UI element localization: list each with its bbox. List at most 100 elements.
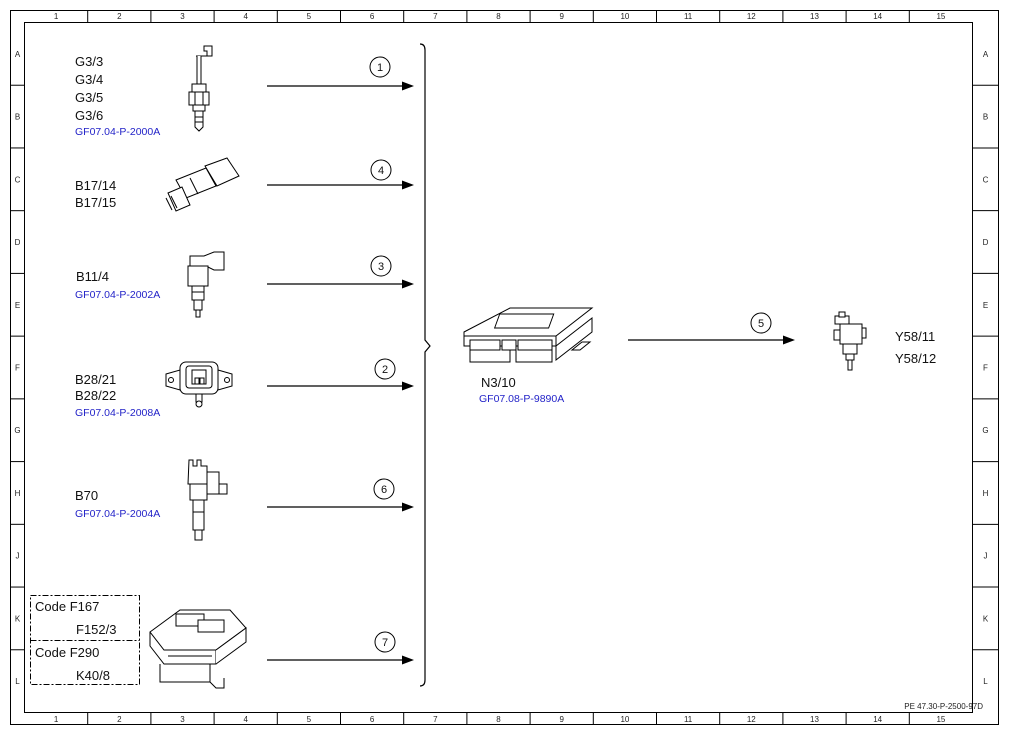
grid-column-label: 10: [620, 715, 629, 724]
solenoid-valve-icon: [833, 311, 867, 371]
signal-number-circle: [374, 358, 396, 380]
grid-row-label: A: [15, 50, 21, 59]
grid-column-label: 12: [747, 12, 756, 21]
grid-column-label: 9: [559, 12, 564, 21]
grid-column-label: 7: [433, 715, 438, 724]
grid-column-label: 3: [180, 12, 185, 21]
arrow-head: [402, 180, 414, 190]
grid-row-label: E: [983, 301, 988, 310]
signal-number-circle: [750, 312, 772, 334]
arrow-head: [402, 502, 414, 512]
component-label: B28/22: [75, 388, 116, 403]
grid-column-label: 5: [307, 12, 312, 21]
signal-number: 6: [381, 484, 387, 496]
inner-frame: [24, 22, 973, 713]
oxygen-sensor-icon: [188, 45, 213, 132]
grid-row-label: B: [15, 113, 20, 122]
pressure-sensor-icon: [165, 361, 233, 408]
grid-column-label: 8: [496, 715, 501, 724]
signal-number: 1: [377, 62, 383, 74]
grid-row-label: D: [983, 238, 989, 247]
grid-row-label: F: [15, 364, 20, 373]
component-crankshaft-sensor: B70 GF07.04-P-2004A 6: [75, 459, 414, 541]
control-unit-icon: [463, 307, 594, 363]
reference-link[interactable]: GF07.04-P-2000A: [75, 126, 160, 138]
component-label: B17/15: [75, 195, 116, 210]
grid-row-label: H: [983, 489, 989, 498]
signal-number: 5: [758, 318, 764, 330]
crankshaft-sensor-icon: [187, 459, 228, 541]
actuator: Y58/11 Y58/12: [833, 311, 936, 371]
grid-row-label: C: [15, 175, 21, 184]
component-label: G3/3: [75, 54, 103, 69]
grid-column-label: 2: [117, 12, 122, 21]
control-unit-label: N3/10: [481, 375, 516, 390]
grid-column-label: 1: [54, 12, 59, 21]
actuator-label: Y58/12: [895, 351, 936, 366]
signal-number: 3: [378, 261, 384, 273]
outer-frame: [10, 10, 999, 725]
grid-column-label: 6: [370, 12, 375, 21]
grid-column-label: 15: [936, 715, 945, 724]
signal-number: 4: [378, 165, 384, 177]
signal-number-circle: [373, 478, 395, 500]
temperature-sensor-icon: [165, 157, 240, 212]
grid-column-label: 9: [559, 715, 564, 724]
component-label: G3/5: [75, 90, 103, 105]
reference-link[interactable]: GF07.04-P-2002A: [75, 289, 160, 301]
component-label: B17/14: [75, 178, 116, 193]
component-label: B70: [75, 488, 98, 503]
grid-column-label: 5: [307, 715, 312, 724]
component-temperature-sensors: B17/14 B17/15 4: [75, 157, 414, 212]
grid-row-label: F: [983, 364, 988, 373]
signal-number-circle: [369, 56, 391, 78]
signal-collect-brace: [419, 43, 431, 687]
signal-number: 2: [382, 364, 388, 376]
grid-column-label: 14: [873, 715, 882, 724]
grid-row-label: G: [14, 426, 20, 435]
component-label: F152/3: [76, 622, 116, 637]
arrow-head: [402, 81, 414, 91]
component-coded-modules: Code F167 F152/3 Code F290 K40/8 7: [30, 595, 414, 689]
grid-column-label: 13: [810, 12, 819, 21]
component-label: B11/4: [76, 269, 109, 284]
grid-column-label: 2: [117, 715, 122, 724]
reference-link[interactable]: GF07.04-P-2008A: [75, 407, 160, 419]
grid-column-label: 11: [684, 715, 693, 724]
signal-number-circle: [370, 255, 392, 277]
grid-column-label: 6: [370, 715, 375, 724]
arrow-head: [402, 655, 414, 665]
component-pressure-sensors: B28/21 B28/22 GF07.04-P-2008A 2: [75, 358, 414, 419]
grid-column-label: 3: [180, 715, 185, 724]
reference-link[interactable]: GF07.08-P-9890A: [479, 393, 564, 405]
code-label: Code F167: [35, 599, 99, 614]
document-code: PE 47.30-P-2500-97D: [904, 702, 983, 711]
grid-row-label: G: [982, 426, 988, 435]
control-module-icon: [149, 609, 247, 689]
grid-row-label: H: [15, 489, 21, 498]
grid-column-label: 11: [684, 12, 693, 21]
grid-column-label: 4: [243, 715, 248, 724]
arrow-head: [402, 381, 414, 391]
code-label: Code F290: [35, 645, 99, 660]
grid-column-label: 15: [936, 12, 945, 21]
output-signal: 5: [628, 312, 795, 345]
grid-column-label: 4: [243, 12, 248, 21]
signal-number-circle: [374, 631, 396, 653]
grid-column-label: 12: [747, 715, 756, 724]
grid-row-label: J: [984, 552, 988, 561]
reference-link[interactable]: GF07.04-P-2004A: [75, 508, 160, 520]
component-label: G3/6: [75, 108, 103, 123]
grid-row-label: A: [983, 50, 989, 59]
grid-row-label: D: [15, 238, 21, 247]
grid-row-label: B: [983, 113, 988, 122]
control-unit: N3/10 GF07.08-P-9890A: [463, 307, 594, 405]
grid-row-label: L: [983, 677, 988, 686]
component-coolant-sensor: B11/4 GF07.04-P-2002A 3: [75, 251, 414, 318]
actuator-label: Y58/11: [895, 329, 935, 344]
component-oxygen-sensors: G3/3 G3/4 G3/5 G3/6 GF07.04-P-2000A 1: [75, 45, 414, 138]
